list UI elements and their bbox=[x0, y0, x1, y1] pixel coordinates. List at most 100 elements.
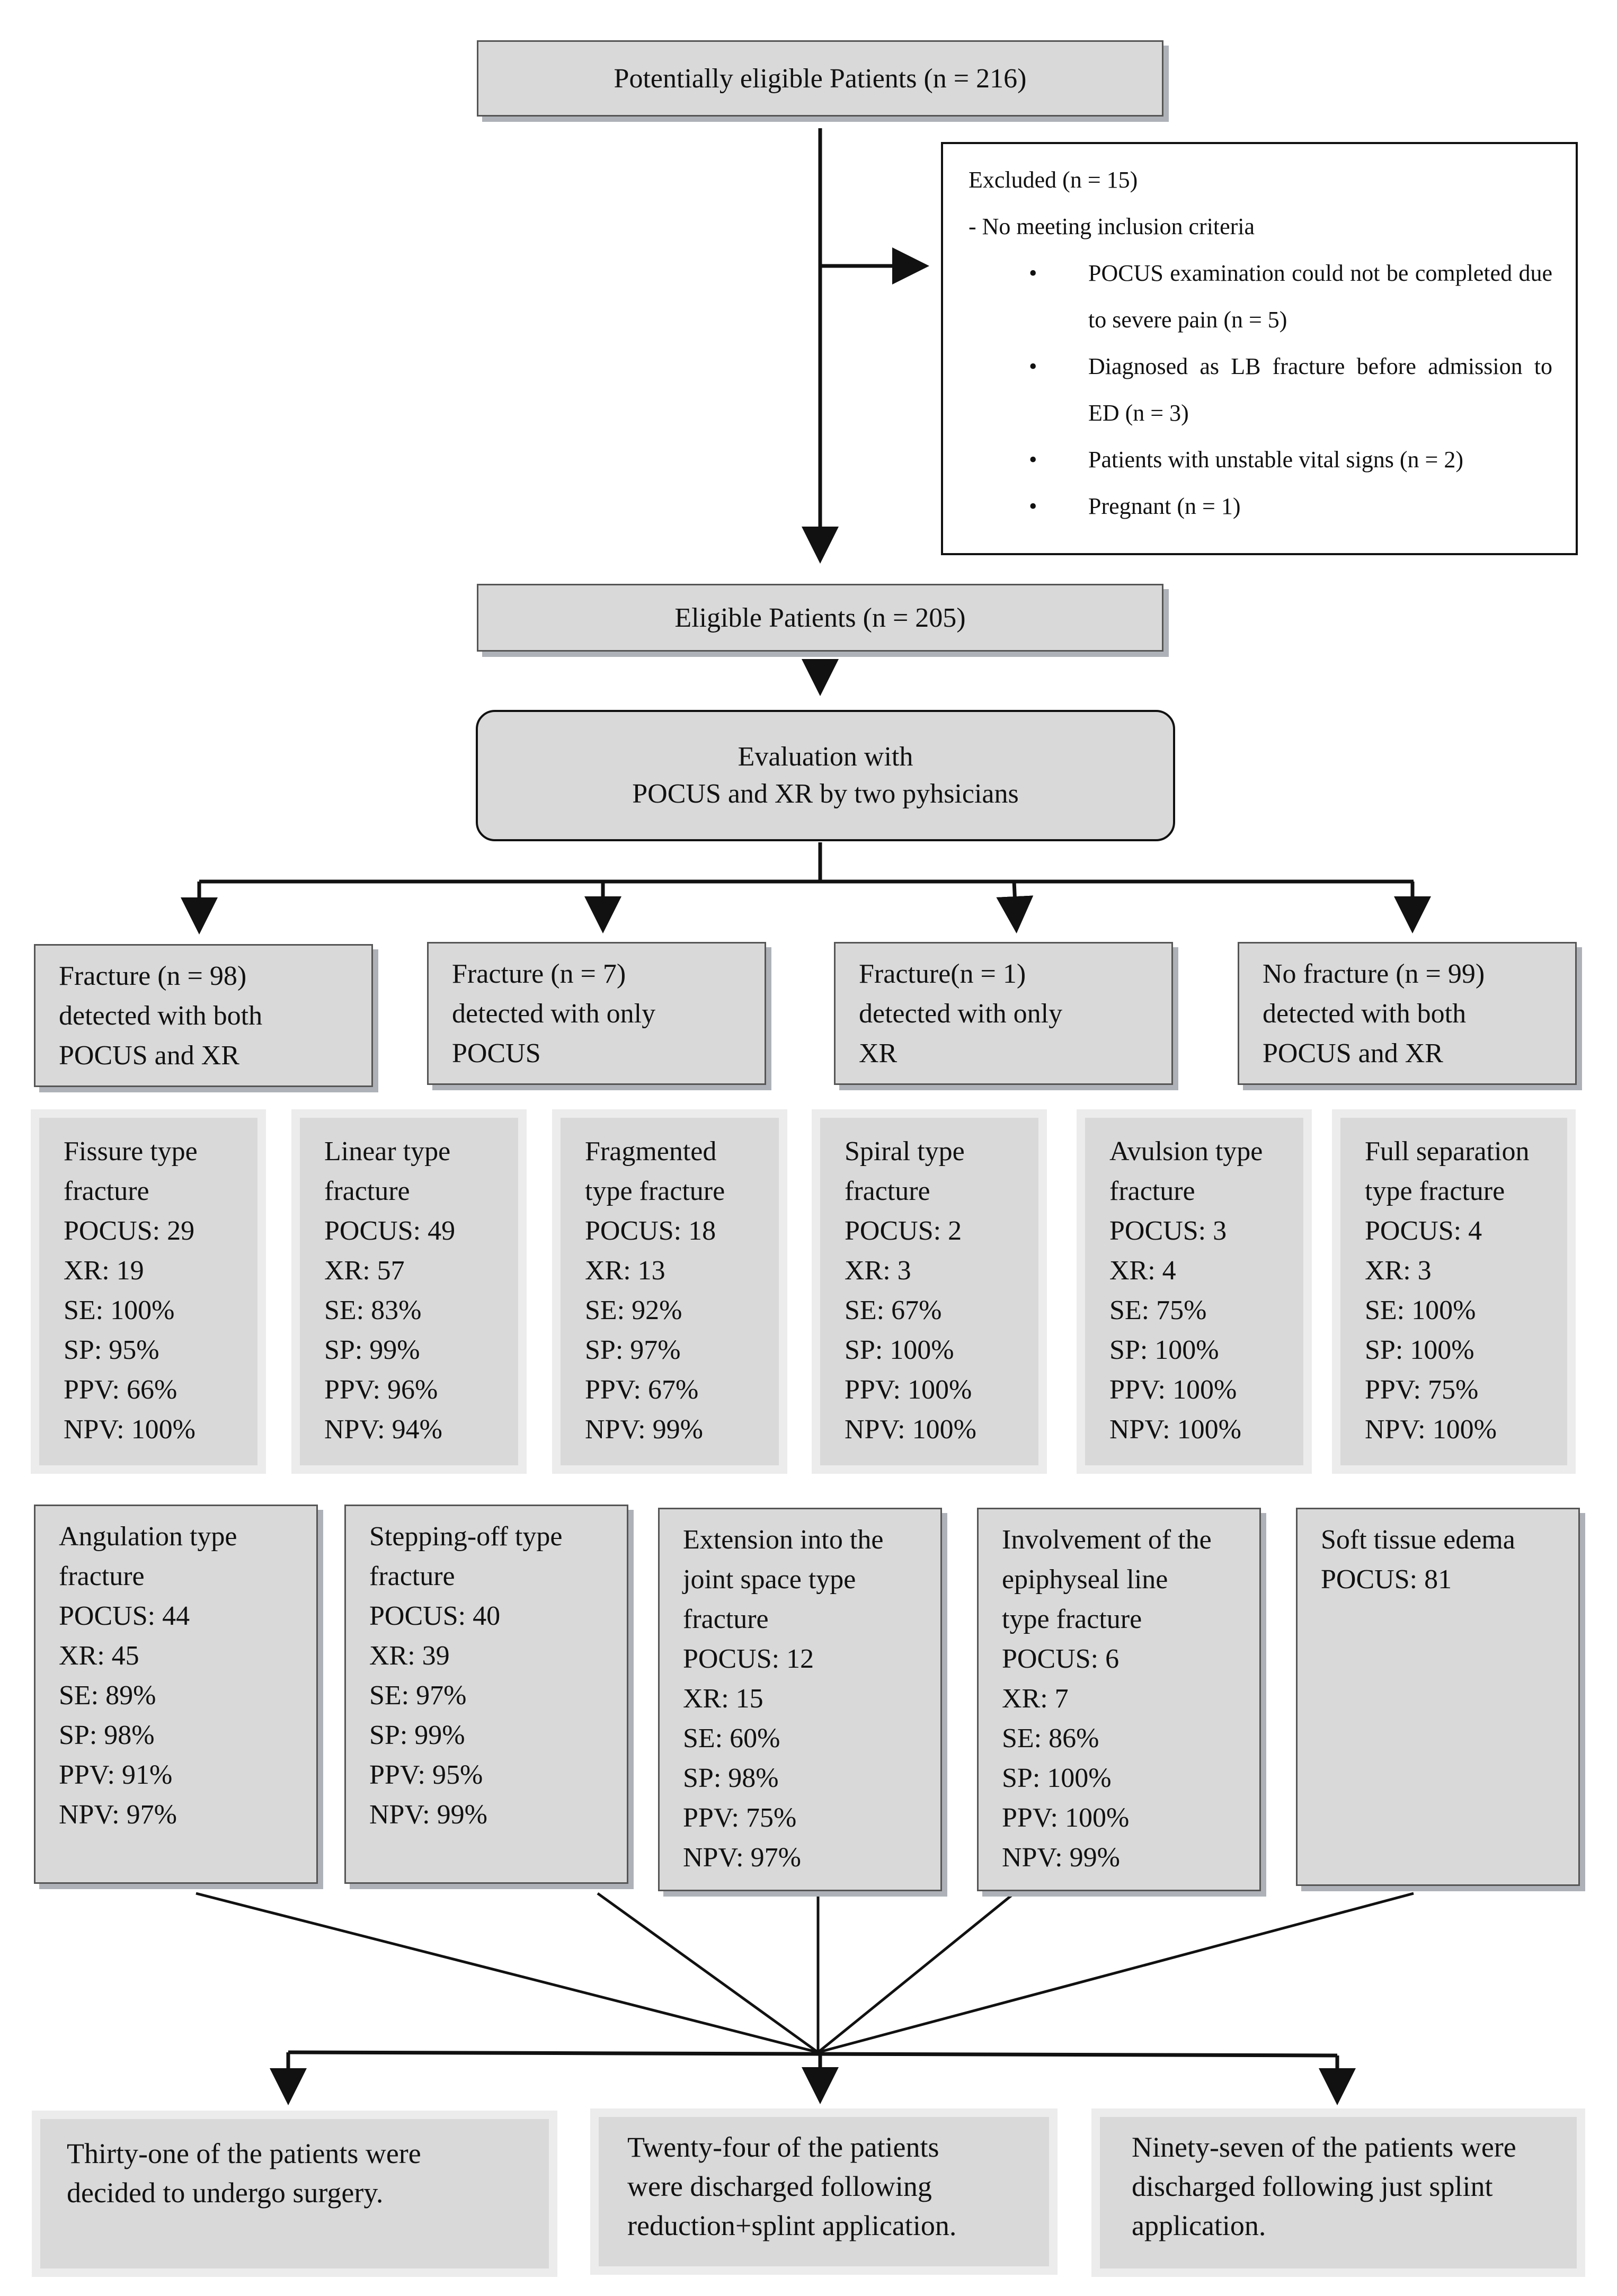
sp-value: SP: 100% bbox=[845, 1335, 954, 1365]
potentially-eligible-label: Potentially eligible Patients (n = 216) bbox=[614, 63, 1027, 94]
ppv-value: PPV: 75% bbox=[1365, 1375, 1479, 1405]
pocus-value: POCUS: 12 bbox=[683, 1644, 814, 1674]
ppv-value: PPV: 100% bbox=[1002, 1803, 1130, 1833]
outcome-surgery: Thirty-one of the patients were decided t… bbox=[40, 2119, 549, 2268]
pocus-value: POCUS: 18 bbox=[585, 1216, 716, 1246]
pocus-value: POCUS: 49 bbox=[324, 1216, 456, 1246]
se-value: SE: 100% bbox=[1365, 1295, 1476, 1325]
sp-value: SP: 95% bbox=[64, 1335, 159, 1365]
eligible-label: Eligible Patients (n = 205) bbox=[674, 602, 966, 633]
se-value: SE: 60% bbox=[683, 1723, 780, 1754]
pocus-value: POCUS: 81 bbox=[1321, 1564, 1452, 1595]
excluded-list: •POCUS examination could not be complete… bbox=[969, 250, 1552, 530]
xr-value: XR: 15 bbox=[683, 1684, 763, 1714]
type-name: type fracture bbox=[585, 1176, 725, 1206]
ppv-value: PPV: 75% bbox=[683, 1803, 797, 1833]
outcome-line: were discharged following bbox=[627, 2170, 932, 2202]
category-line: detected with only bbox=[452, 999, 656, 1029]
xr-value: XR: 45 bbox=[59, 1641, 139, 1671]
se-value: SE: 75% bbox=[1109, 1295, 1207, 1325]
evaluation-box: Evaluation with POCUS and XR by two pyhs… bbox=[476, 710, 1175, 841]
npv-value: NPV: 97% bbox=[59, 1800, 177, 1830]
category-line: No fracture (n = 99) bbox=[1263, 959, 1485, 989]
se-value: SE: 86% bbox=[1002, 1723, 1099, 1754]
type-name: fracture bbox=[845, 1176, 930, 1206]
type-name: epiphyseal line bbox=[1002, 1564, 1168, 1595]
xr-value: XR: 4 bbox=[1109, 1256, 1176, 1286]
pocus-value: POCUS: 44 bbox=[59, 1601, 190, 1631]
type-name: fracture bbox=[64, 1176, 149, 1206]
npv-value: NPV: 100% bbox=[1109, 1414, 1241, 1445]
sp-value: SP: 100% bbox=[1109, 1335, 1219, 1365]
converge-5 bbox=[818, 1892, 1414, 2054]
xr-value: XR: 39 bbox=[369, 1641, 450, 1671]
outcome-line: discharged following just splint bbox=[1132, 2170, 1493, 2202]
category-line: XR bbox=[859, 1038, 898, 1069]
type-name: Avulsion type bbox=[1109, 1136, 1263, 1167]
sp-value: SP: 100% bbox=[1002, 1763, 1112, 1793]
npv-value: NPV: 100% bbox=[1365, 1414, 1497, 1445]
type-name: joint space type bbox=[683, 1564, 856, 1595]
evaluation-line-2: POCUS and XR by two pyhsicians bbox=[632, 779, 1019, 809]
category-line: Fracture (n = 7) bbox=[452, 959, 626, 989]
excluded-item-text: Patients with unstable vital signs (n = … bbox=[1088, 447, 1463, 473]
category-line: detected with only bbox=[859, 999, 1063, 1029]
excluded-item-text: POCUS examination could not be completed… bbox=[1088, 260, 1552, 333]
pocus-value: POCUS: 4 bbox=[1365, 1216, 1482, 1246]
outcome-line: Twenty-four of the patients bbox=[627, 2131, 939, 2163]
type-name: fracture bbox=[59, 1561, 145, 1591]
ppv-value: PPV: 100% bbox=[845, 1375, 972, 1405]
type-name: fracture bbox=[1109, 1176, 1195, 1206]
outcome-line: Ninety-seven of the patients were bbox=[1132, 2131, 1516, 2163]
category-line: Fracture(n = 1) bbox=[859, 959, 1026, 989]
type-name: Stepping-off type bbox=[369, 1521, 563, 1552]
ppv-value: PPV: 100% bbox=[1109, 1375, 1237, 1405]
type-name: Fragmented bbox=[585, 1136, 717, 1167]
npv-value: NPV: 100% bbox=[64, 1414, 196, 1445]
xr-value: XR: 3 bbox=[1365, 1256, 1432, 1286]
se-value: SE: 89% bbox=[59, 1680, 156, 1711]
converge-1 bbox=[196, 1892, 819, 2054]
type-name: Extension into the bbox=[683, 1525, 884, 1555]
excluded-title: Excluded (n = 15) bbox=[969, 167, 1138, 193]
outcome-line: reduction+splint application. bbox=[627, 2210, 957, 2241]
type-name: fracture bbox=[683, 1604, 769, 1634]
type-name: Soft tissue edema bbox=[1321, 1525, 1515, 1555]
pocus-value: POCUS: 40 bbox=[369, 1601, 501, 1631]
se-value: SE: 92% bbox=[585, 1295, 682, 1325]
category-line: POCUS bbox=[452, 1038, 541, 1069]
excluded-item: •POCUS examination could not be complete… bbox=[1029, 260, 1552, 333]
type-name: Angulation type bbox=[59, 1521, 237, 1552]
npv-value: NPV: 97% bbox=[683, 1843, 801, 1873]
ppv-value: PPV: 91% bbox=[59, 1760, 173, 1790]
type-card-extension-joint: Extension into the joint space type fractu… bbox=[658, 1508, 942, 1891]
excluded-item: •Pregnant (n = 1) bbox=[1029, 493, 1241, 519]
ppv-value: PPV: 66% bbox=[64, 1375, 177, 1405]
npv-value: NPV: 99% bbox=[585, 1414, 703, 1445]
arrow-cat-3 bbox=[996, 881, 1034, 933]
converge-4 bbox=[817, 1892, 1015, 2053]
category-line: POCUS and XR bbox=[1263, 1038, 1443, 1069]
se-value: SE: 100% bbox=[64, 1295, 175, 1325]
type-name: type fracture bbox=[1365, 1176, 1505, 1206]
sp-value: SP: 100% bbox=[1365, 1335, 1474, 1365]
type-name: Full separation bbox=[1365, 1136, 1530, 1167]
npv-value: NPV: 100% bbox=[845, 1414, 976, 1445]
outcome-line: decided to undergo surgery. bbox=[67, 2177, 384, 2209]
excluded-item-text: Diagnosed as LB fracture before admissio… bbox=[1088, 353, 1552, 426]
ppv-value: PPV: 95% bbox=[369, 1760, 483, 1790]
outcome-line: Thirty-one of the patients were bbox=[67, 2138, 421, 2169]
category-line: POCUS and XR bbox=[59, 1040, 239, 1071]
excluded-subtitle: - No meeting inclusion criteria bbox=[969, 213, 1255, 239]
evaluation-line-1: Evaluation with bbox=[738, 742, 913, 772]
